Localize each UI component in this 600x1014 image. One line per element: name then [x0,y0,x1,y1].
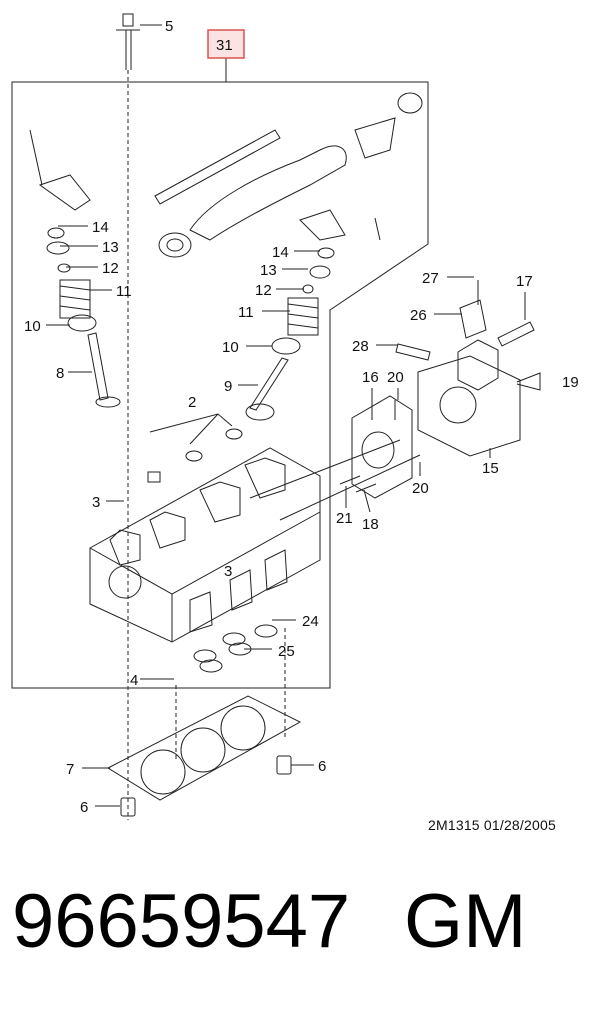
callout-9: 9 [224,378,232,395]
callout-4: 4 [130,672,138,689]
camshaft [154,92,423,258]
callout-21: 21 [336,510,353,527]
callout-12-right: 12 [255,282,272,299]
callout-19: 19 [562,374,579,391]
head-gasket [106,628,302,801]
valve-seals [193,624,278,673]
callout-12-left: 12 [102,260,119,277]
callout-26: 26 [410,307,427,324]
dowel-right [276,755,292,775]
callout-18: 18 [362,516,379,533]
callout-14-left: 14 [92,219,109,236]
callout-2: 2 [188,394,196,411]
callout-27: 27 [422,270,439,287]
callout-13-left: 13 [102,239,119,256]
cylinder-head [89,428,421,643]
assembly-frame [11,81,429,689]
thermostat-housing [339,280,535,499]
callout-11-left: 11 [116,283,132,300]
callout-13-right: 13 [260,262,277,279]
callout-28: 28 [352,338,369,355]
callout-24: 24 [302,613,319,630]
leader-lines [46,24,541,807]
callout-6-right: 6 [318,758,326,775]
brand-name: GM [404,879,527,964]
bolt-5 [116,13,140,820]
left-valve-train [29,129,121,408]
callout-3-center: 3 [224,563,232,580]
callout-14-right: 14 [272,244,289,261]
callout-8: 8 [56,365,64,382]
callout-6-left: 6 [80,799,88,816]
callout-15: 15 [482,460,499,477]
callout-25: 25 [278,643,295,660]
callout-3-left: 3 [92,494,100,511]
callout-10-right: 10 [222,339,239,356]
part-number: 96659547 [12,879,351,964]
callout-17: 17 [516,273,533,290]
callout-31: 31 [216,37,233,54]
callout-11-right: 11 [238,304,254,321]
callout-7: 7 [66,761,74,778]
diagram-reference-code: 2M1315 01/28/2005 [428,817,556,833]
dowel-left [120,797,136,817]
callout-5: 5 [165,18,173,35]
right-valve-train [245,209,381,421]
callout-16: 16 [362,369,379,386]
callout-box-31 [207,29,245,59]
callout-20-bottom: 20 [412,480,429,497]
callout-20-top: 20 [387,369,404,386]
callout-10-left: 10 [24,318,41,335]
